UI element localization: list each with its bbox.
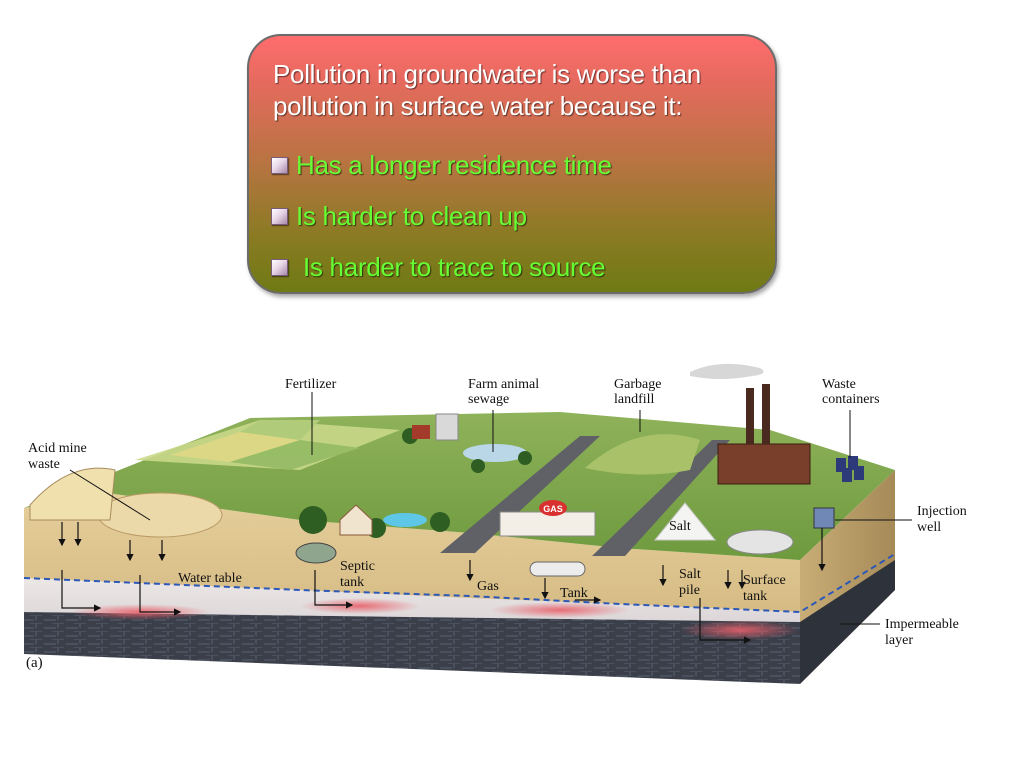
callout-bullet-list: Has a longer residence time Is harder to… (271, 140, 612, 293)
surface-tank-shape (726, 529, 794, 555)
waste-barrels (836, 456, 864, 482)
gas-station-sign-bg (539, 500, 567, 516)
swimming-pool (383, 513, 427, 527)
salt-pile-shape (653, 502, 717, 541)
callout-bullet-text: Is harder to clean up (296, 201, 527, 231)
label-salt-pile: Salt pile (679, 567, 704, 598)
label-waste-containers: Waste containers (822, 377, 880, 407)
smoke-plume (690, 363, 764, 379)
barn (412, 425, 430, 439)
gas-tank-underground (529, 561, 586, 577)
factory (717, 443, 811, 485)
square-bullet-icon (271, 208, 288, 225)
callout-bullet-text: Has a longer residence time (296, 150, 612, 180)
square-bullet-icon (271, 259, 288, 276)
label-gas: Gas (477, 579, 499, 594)
contaminant-plumes (70, 598, 800, 640)
road-left (440, 436, 600, 553)
water-table-line (23, 553, 896, 614)
callout-bullet-text: Is harder to trace to source (303, 252, 606, 282)
trees (299, 428, 532, 538)
farm-fields (135, 420, 400, 470)
landfill-mound (585, 434, 700, 475)
sewage-pond (463, 444, 527, 462)
flow-arrows (58, 522, 826, 644)
label-surface-tank: Surface tank (743, 573, 789, 604)
injection-well-box (813, 507, 835, 529)
leader-lines (69, 392, 912, 625)
label-salt: Salt (669, 519, 691, 534)
label-injection-well: Injection well (917, 504, 970, 535)
smokestack-right (762, 384, 770, 444)
label-impermeable-layer: Impermeable layer (885, 617, 962, 648)
callout-heading: Pollution in groundwater is worse than p… (273, 59, 701, 121)
house (339, 504, 373, 536)
label-tank: Tank (560, 586, 588, 601)
gas-station (499, 511, 596, 537)
silos (435, 413, 459, 441)
callout-bullet: Has a longer residence time (271, 140, 612, 191)
gas-station-sign: GAS (543, 504, 563, 514)
figure-tag: (a) (26, 655, 43, 671)
label-septic-tank: Septic tank (340, 559, 379, 590)
impermeable-bedrock (24, 612, 800, 684)
label-garbage-landfill: Garbage landfill (614, 377, 665, 407)
groundwater-pollution-diagram: GAS Fe (23, 363, 970, 684)
mine-waste-pile (29, 467, 116, 521)
label-fertilizer: Fertilizer (285, 377, 337, 392)
smokestack-left (746, 388, 754, 444)
square-bullet-icon (271, 157, 288, 174)
label-farm-animal-sewage: Farm animal sewage (468, 377, 543, 407)
septic-tank-shape (295, 542, 337, 564)
callout-box: Pollution in groundwater is worse than p… (247, 34, 777, 294)
callout-bullet: Is harder to clean up (271, 191, 612, 242)
side-bedrock (800, 560, 895, 684)
label-acid-mine-waste: Acid mine waste (28, 441, 90, 472)
callout-bullet: Is harder to trace to source (271, 242, 612, 293)
road-right (592, 440, 730, 556)
label-water-table: Water table (178, 571, 242, 586)
